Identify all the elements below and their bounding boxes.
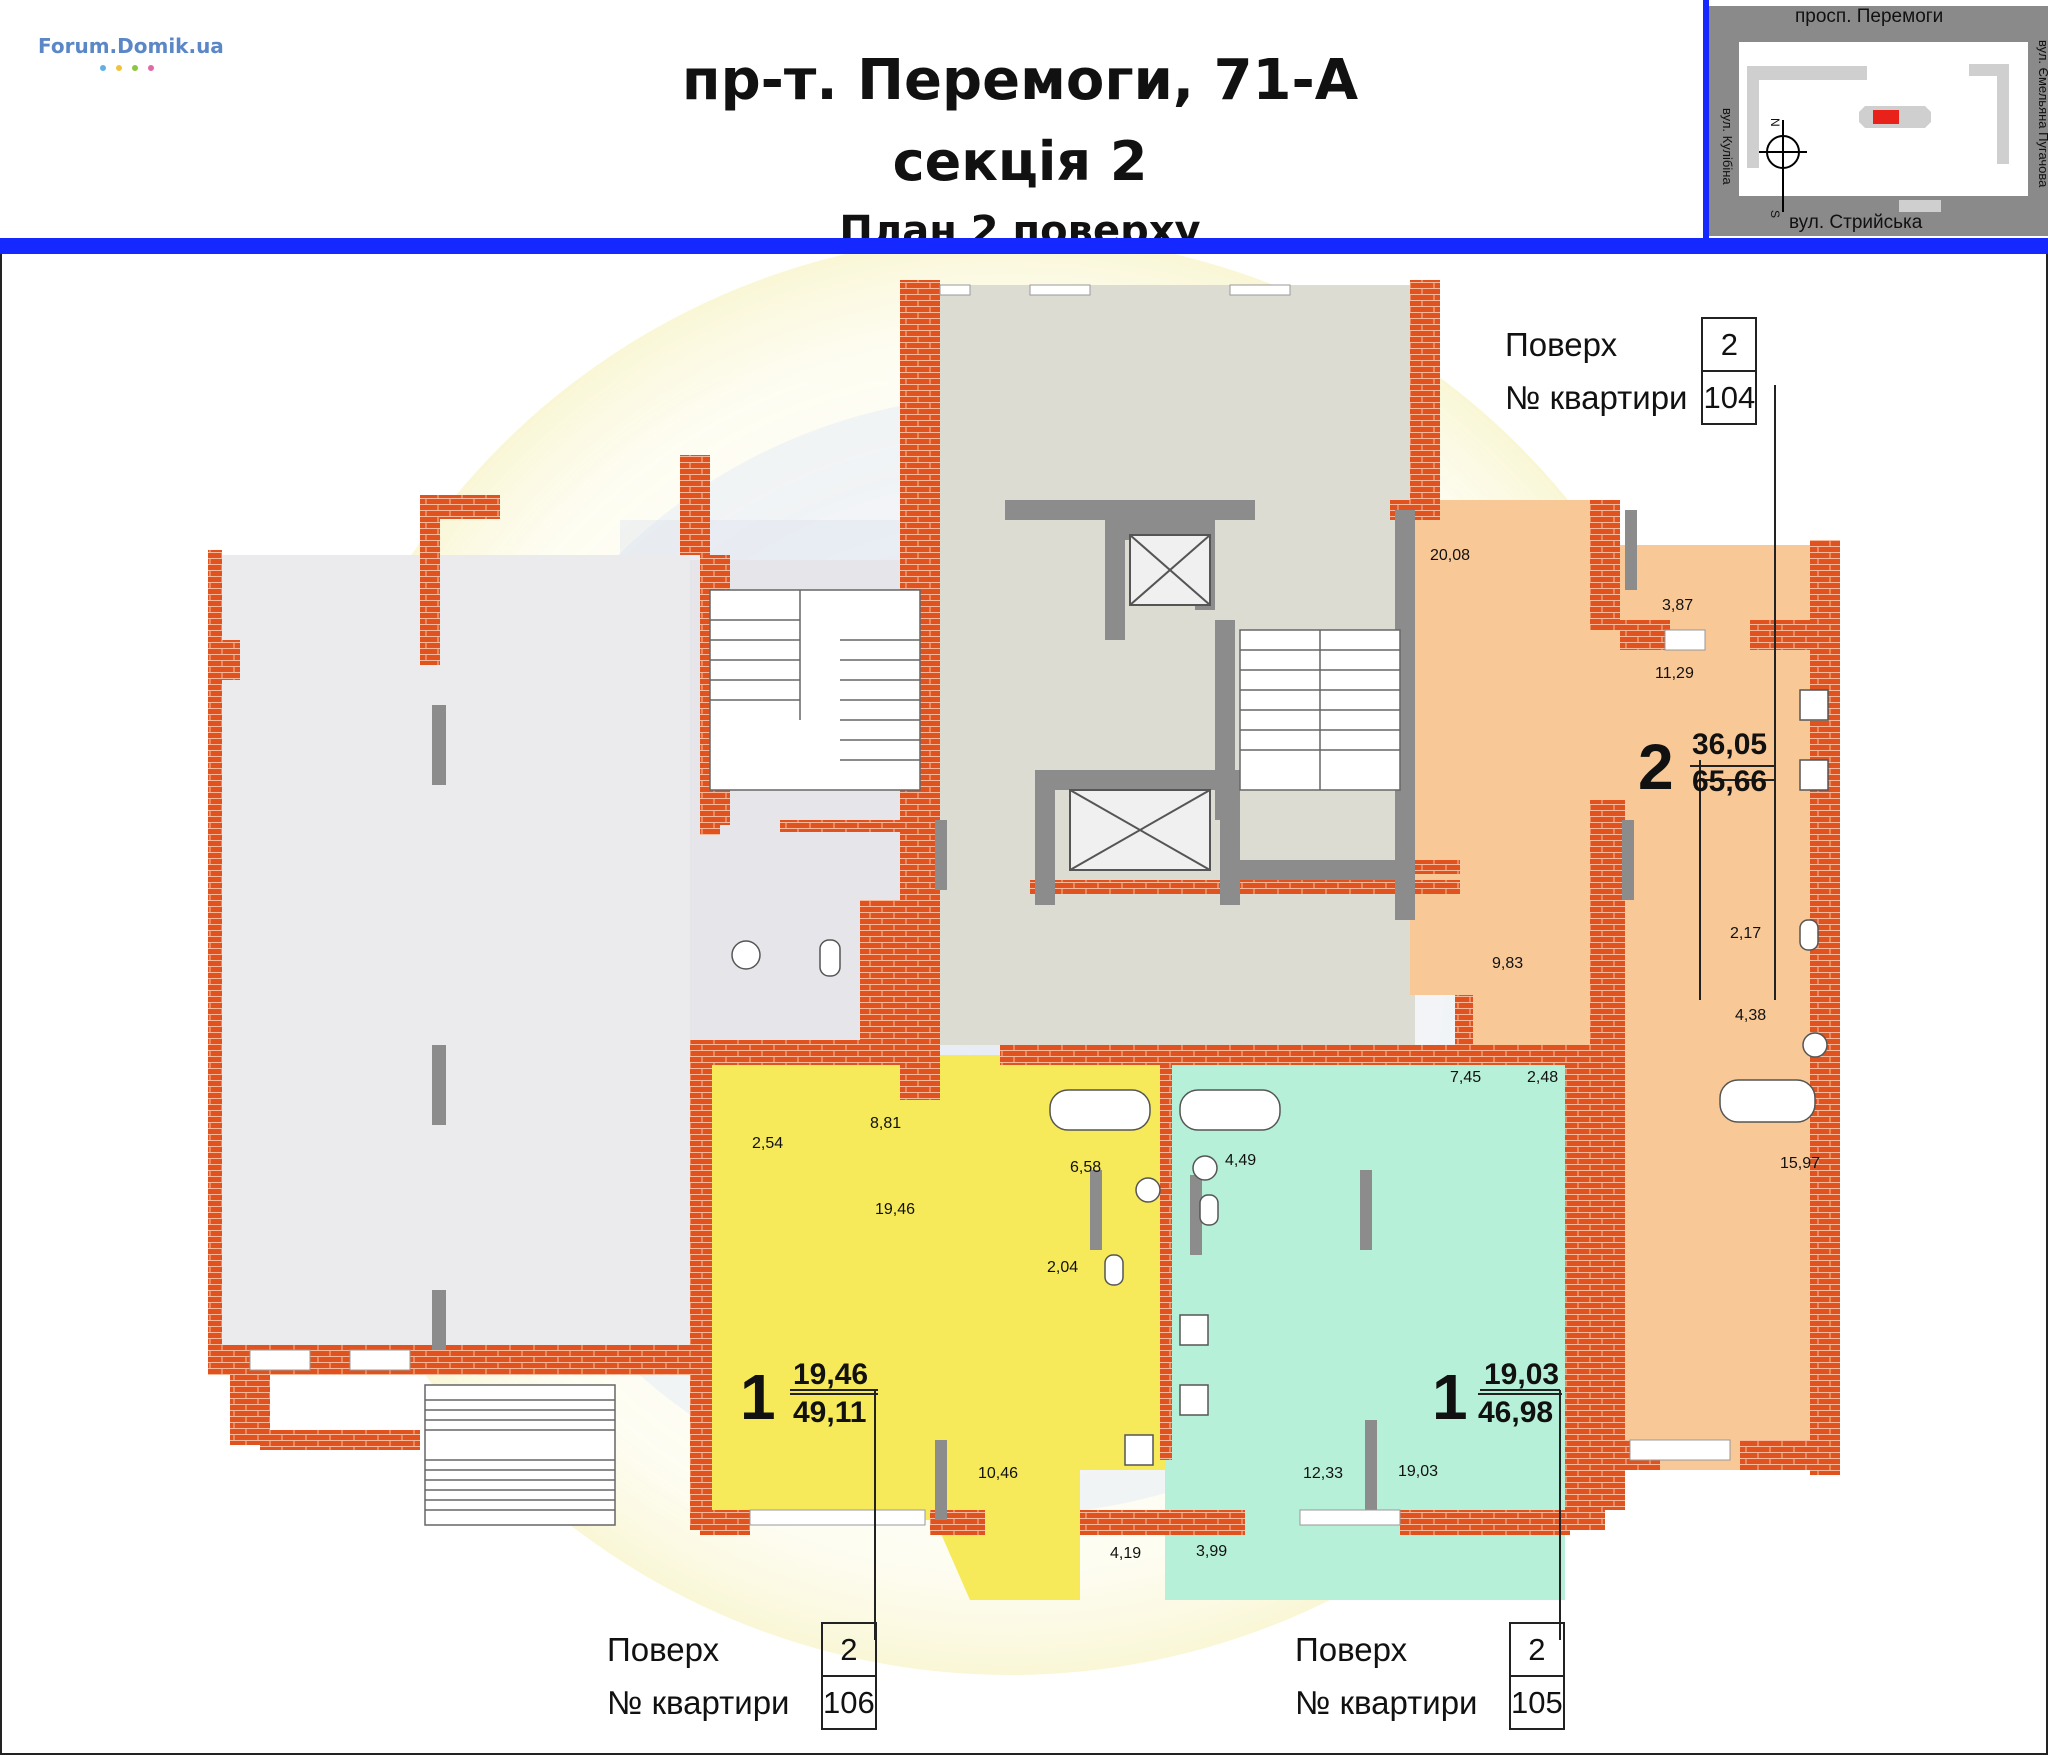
- info-box-apt-104: Поверх 2 № квартири 104: [1505, 317, 1758, 425]
- room-area-labels: 20,08 3,87 11,29 9,83 2,17 4,38 15,97 7,…: [752, 547, 1820, 1562]
- map-south: S: [1768, 210, 1782, 218]
- apt-105-fill: [1165, 1055, 1605, 1600]
- apt-106-fraction-line: [790, 1393, 878, 1395]
- apartment-number-label: № квартири: [1505, 378, 1688, 416]
- map-street-right: вул. Ємельяна Пугачова: [2036, 40, 2048, 188]
- map-street-top: просп. Перемоги: [1795, 6, 1943, 27]
- area-2-17: 2,17: [1730, 925, 1761, 942]
- apt-106-living: 19,46: [793, 1358, 869, 1391]
- floor-value: 2: [1701, 317, 1758, 372]
- floor-label: Поверх: [607, 1630, 720, 1668]
- apartment-number-label: № квартири: [1295, 1683, 1478, 1721]
- apt-104-total: 65,66: [1692, 765, 1768, 798]
- area-9-83: 9,83: [1492, 955, 1523, 972]
- area-3-87: 3,87: [1662, 597, 1693, 614]
- location-map-svg: просп. Перемоги вул. Стрийська вул. Кулі…: [1709, 0, 2048, 240]
- map-north: N: [1768, 118, 1782, 127]
- apartment-number-value: 105: [1509, 1675, 1565, 1730]
- floor-label: Поверх: [1505, 325, 1618, 363]
- header-divider: [0, 238, 2048, 254]
- area-2-48: 2,48: [1527, 1069, 1558, 1086]
- area-4-38: 4,38: [1735, 1007, 1766, 1024]
- apt-105-rooms: 1: [1432, 1361, 1468, 1433]
- logo-dots: [100, 58, 164, 76]
- address-title: пр-т. Перемоги, 71-А: [681, 48, 1359, 113]
- apt-104-fraction-line: [1690, 765, 1775, 767]
- floor-value: 2: [821, 1622, 877, 1677]
- area-20-08: 20,08: [1430, 547, 1470, 564]
- leader-lines: [790, 385, 1776, 1640]
- header: Forum.Domik.ua пр-т. Перемоги, 71-А секц…: [0, 0, 2048, 254]
- area-10-46: 10,46: [978, 1465, 1018, 1482]
- staircases: [424, 589, 1401, 1526]
- area-19-03: 19,03: [1398, 1463, 1438, 1480]
- apartment-number-label: № квартири: [607, 1683, 790, 1721]
- apartment-number-value: 104: [1701, 370, 1758, 425]
- section-title: секція 2: [892, 130, 1148, 193]
- floor-plan: 20,08 3,87 11,29 9,83 2,17 4,38 15,97 7,…: [208, 254, 1840, 1675]
- floor-value: 2: [1509, 1622, 1565, 1677]
- location-map: просп. Перемоги вул. Стрийська вул. Кулі…: [1703, 0, 2048, 240]
- info-box-apt-105: Поверх 2 № квартири 105: [1295, 1622, 1565, 1730]
- map-street-bottom: вул. Стрийська: [1789, 212, 1923, 233]
- forum-logo[interactable]: Forum.Domik.ua: [38, 34, 224, 58]
- bathroom-fixtures: [731, 689, 1829, 1466]
- apt-106-total: 49,11: [793, 1396, 867, 1429]
- street-bottom-road: [1709, 196, 2048, 236]
- apt-104-rooms: 2: [1638, 731, 1674, 803]
- area-3-99: 3,99: [1196, 1543, 1227, 1560]
- apt-105-total: 46,98: [1478, 1396, 1554, 1429]
- apt-105-living: 19,03: [1484, 1358, 1560, 1391]
- street-left-road: [1709, 40, 1739, 200]
- street-right-road: [2028, 40, 2048, 200]
- area-12-33: 12,33: [1303, 1465, 1343, 1482]
- apartment-number-value: 106: [821, 1675, 877, 1730]
- area-4-49: 4,49: [1225, 1152, 1256, 1169]
- building-highlight: [1873, 110, 1899, 124]
- left-terrace: [210, 555, 690, 1370]
- elevator-shafts: [1069, 534, 1211, 871]
- floor-label: Поверх: [1295, 1630, 1408, 1668]
- area-7-45: 7,45: [1450, 1069, 1481, 1086]
- windows: [249, 284, 1731, 1526]
- area-2-54: 2,54: [752, 1135, 783, 1152]
- area-8-81: 8,81: [870, 1115, 901, 1132]
- area-4-19: 4,19: [1110, 1545, 1141, 1562]
- street-top-road: [1709, 6, 2048, 42]
- apt-104-living: 36,05: [1692, 728, 1768, 761]
- apt-106-fill: [700, 1055, 1165, 1600]
- apt-105-fraction-line: [1478, 1393, 1562, 1395]
- area-6-58: 6,58: [1070, 1159, 1101, 1176]
- info-box-apt-106: Поверх 2 № квартири 106: [607, 1622, 877, 1730]
- map-street-left: вул. Кулібіна: [1720, 108, 1735, 185]
- area-11-29: 11,29: [1655, 665, 1694, 682]
- area-2-04: 2,04: [1047, 1259, 1078, 1276]
- area-19-46: 19,46: [875, 1201, 915, 1218]
- apt-106-rooms: 1: [740, 1361, 776, 1433]
- area-15-97: 15,97: [1780, 1155, 1820, 1172]
